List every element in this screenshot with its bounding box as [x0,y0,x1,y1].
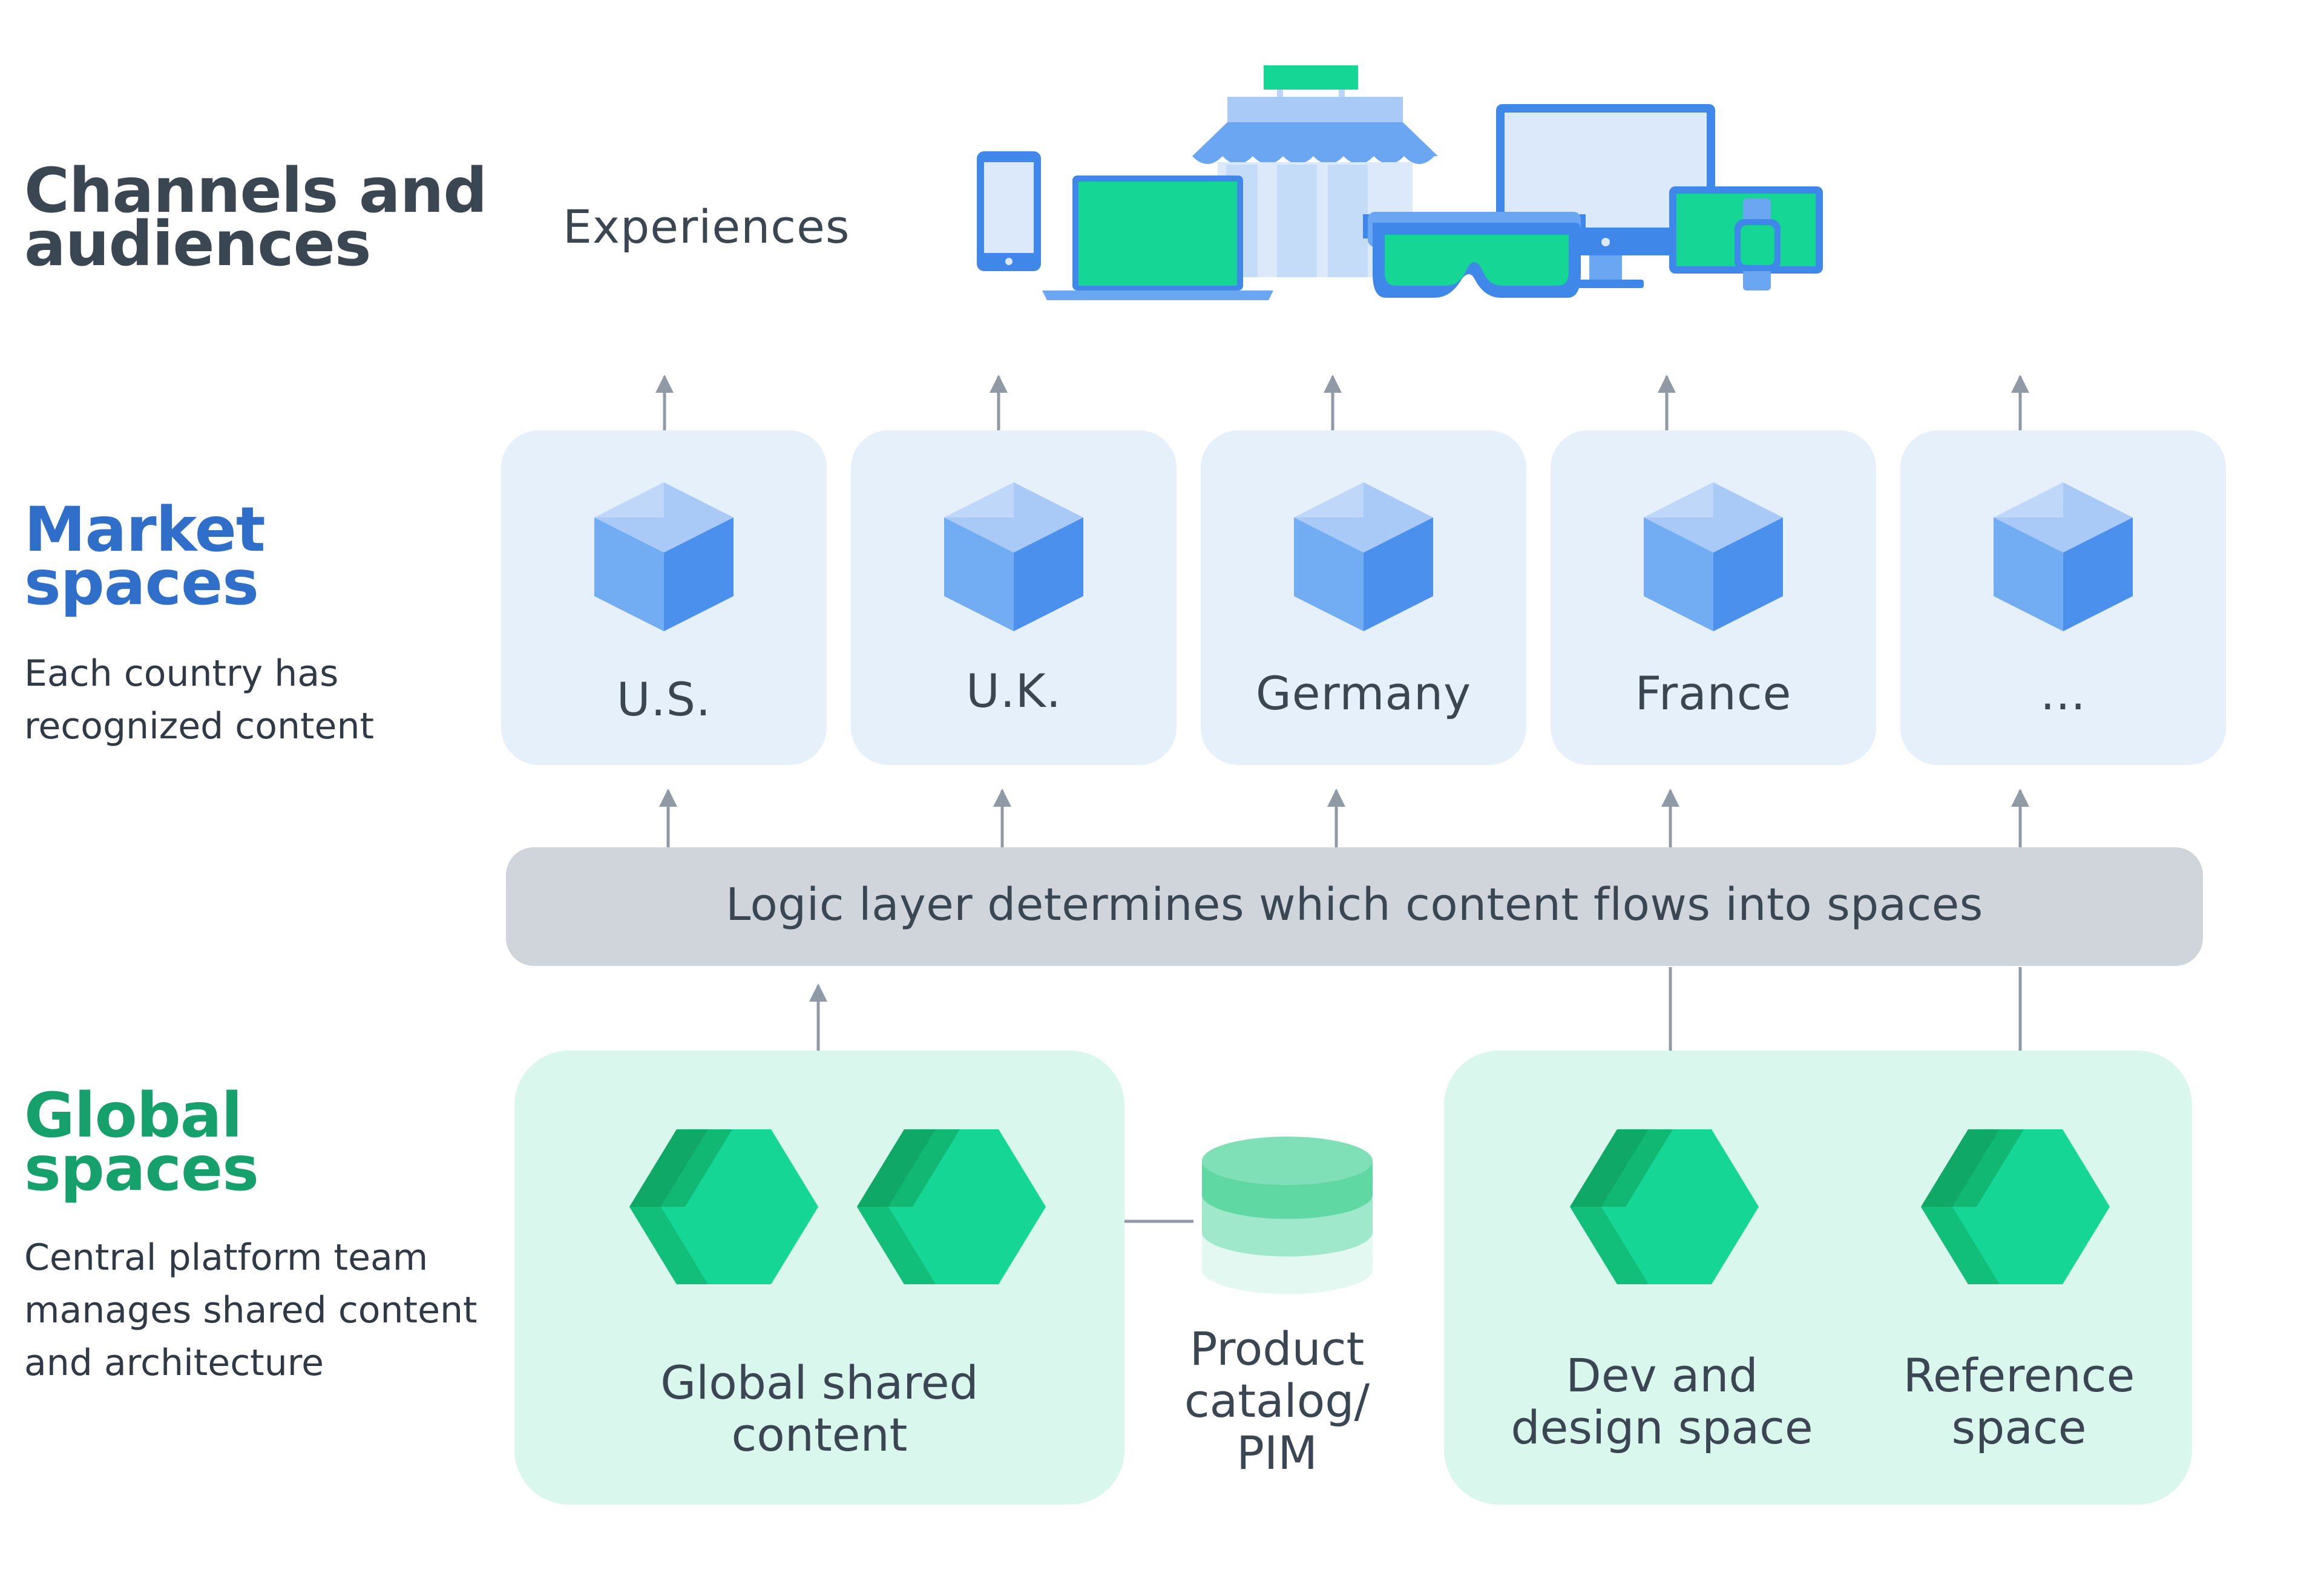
global-shared-label-line2: content [731,1408,908,1462]
devices-illustration [977,65,1823,300]
global-shared-content-box[interactable]: Global shared content [514,1051,1124,1505]
global-title-line1: Global [24,1080,243,1152]
market-title-line2: spaces [24,547,259,619]
global-desc-line3: and architecture [24,1342,324,1384]
product-catalog-line3: PIM [1236,1426,1318,1480]
reference-line1: Reference [1903,1348,2135,1402]
market-label-other: ... [2040,666,2086,720]
cube-icon [944,482,1083,631]
cube-icon [1294,482,1433,631]
reference-line2: space [1951,1400,2087,1454]
hexagon-icon [1570,1129,1759,1284]
market-card-uk[interactable]: U.K. [851,430,1177,765]
market-card-germany[interactable]: Germany [1201,430,1526,765]
global-description: Central platform team manages shared con… [24,1232,478,1390]
dev-design-label: Dev and design space [1480,1350,1843,1454]
smartphone-icon [977,151,1041,271]
market-description: Each country has recognized content [24,648,374,753]
market-card-other[interactable]: ... [1900,430,2226,765]
cube-icon [1644,482,1783,631]
global-shared-content-label: Global shared content [514,1357,1124,1461]
global-title-line2: spaces [24,1133,259,1205]
market-label-uk: U.K. [966,664,1062,718]
market-label-us: U.S. [616,672,712,726]
market-desc-line1: Each country has [24,652,339,695]
global-title: Global spaces [24,1085,259,1200]
cube-icon [1994,482,2133,631]
logic-layer-bar: Logic layer determines which content flo… [506,847,2203,966]
dev-design-line1: Dev and [1566,1348,1758,1402]
logic-layer-label: Logic layer determines which content flo… [726,879,1983,931]
product-catalog-line2: catalog/ [1184,1374,1370,1428]
market-card-france[interactable]: France [1551,430,1876,765]
database-icon [1202,1137,1373,1294]
hexagon-icon [1921,1129,2110,1284]
global-desc-line2: manages shared content [24,1289,478,1331]
experiences-label: Experiences [563,200,850,254]
reference-label: Reference space [1868,1350,2170,1454]
market-label-germany: Germany [1255,666,1472,720]
channels-title-line1: Channels and [24,155,487,227]
hexagon-icon [857,1129,1046,1284]
channels-title-line2: audiences [24,208,372,280]
vr-headset-icon [1363,212,1586,298]
laptop-icon [1042,176,1273,300]
smartwatch-icon [1735,199,1781,291]
global-desc-line1: Central platform team [24,1236,428,1279]
channels-title: Channels and audiences [24,160,487,275]
market-label-france: France [1635,666,1792,720]
dev-design-line2: design space [1511,1400,1813,1454]
product-catalog-label: Product catalog/ PIM [1150,1323,1404,1479]
hexagon-icon [629,1129,818,1284]
market-title: Market spaces [24,499,266,614]
product-catalog[interactable] [1200,1117,1375,1299]
market-title-line1: Market [24,494,266,566]
product-catalog-line1: Product [1189,1322,1365,1376]
dev-and-reference-box: Dev and design space Reference space [1444,1051,2192,1505]
market-desc-line2: recognized content [24,705,375,747]
market-card-us[interactable]: U.S. [501,430,827,765]
global-shared-label-line1: Global shared [660,1356,979,1410]
cube-icon [594,482,734,631]
